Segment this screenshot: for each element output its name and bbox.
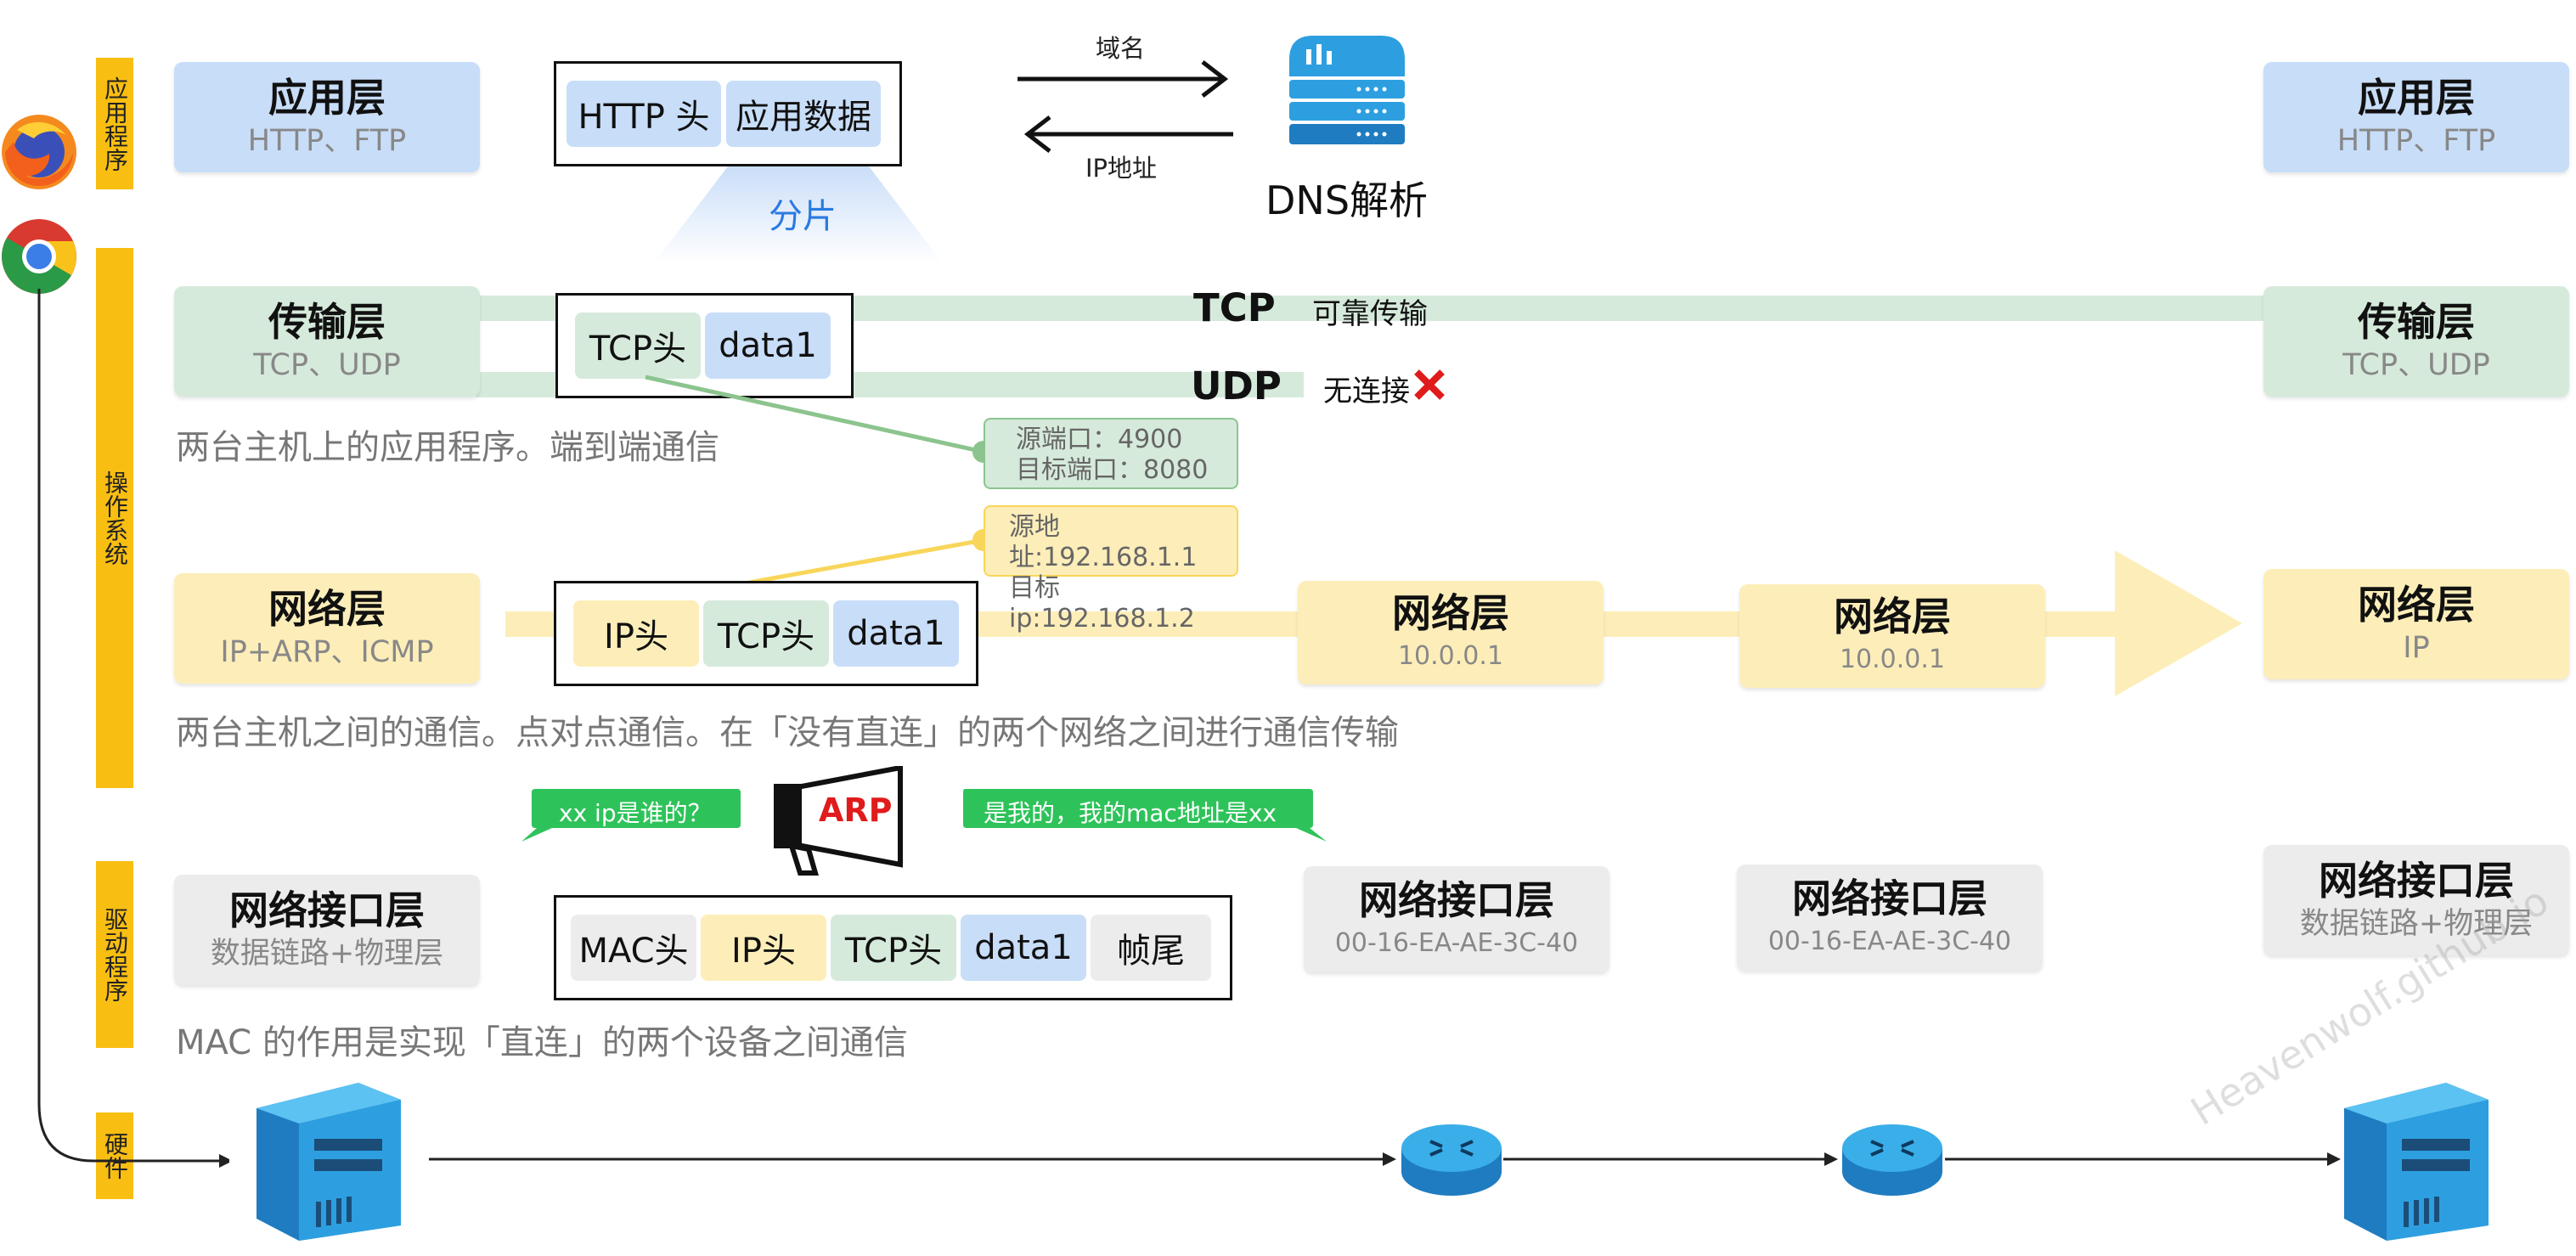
dest-port: 目标端口：8080 bbox=[1016, 455, 1209, 485]
sidebar-app-program: 应用程序 bbox=[96, 58, 133, 189]
udp-desc: 无连接 bbox=[1323, 375, 1410, 408]
tcp-desc: 可靠传输 bbox=[1312, 297, 1428, 331]
router2-link-title: 网络接口层 bbox=[1792, 875, 1987, 921]
right-app-layer-sub: HTTP、FTP bbox=[2336, 124, 2496, 158]
hardware-connections bbox=[429, 1152, 2341, 1166]
router1-network-layer: 网络层 10.0.0.1 bbox=[1298, 581, 1604, 684]
right-network-layer-sub: IP bbox=[2403, 631, 2430, 665]
left-link-layer-title: 网络接口层 bbox=[229, 887, 425, 933]
left-transport-layer: 传输层 TCP、UDP bbox=[174, 286, 480, 397]
ip-header-segment: IP头 bbox=[573, 600, 699, 667]
fragment-beam bbox=[654, 163, 943, 263]
answer-bubble bbox=[963, 789, 1327, 842]
udp-label: UDP bbox=[1191, 363, 1282, 408]
port-info-box: 源端口：4900 目标端口：8080 bbox=[984, 418, 1238, 489]
mac-header-segment: MAC头 bbox=[571, 915, 696, 981]
left-network-layer-sub: IP+ARP、ICMP bbox=[220, 635, 434, 669]
browser-to-hardware-wire bbox=[37, 289, 229, 1168]
arp-answer: 是我的，我的mac地址是xx bbox=[984, 799, 1277, 827]
right-link-layer-title: 网络接口层 bbox=[2319, 858, 2514, 904]
cross-icon bbox=[1414, 369, 1445, 400]
left-server-icon bbox=[256, 1083, 401, 1241]
dns-domain-label: 域名 bbox=[1096, 34, 1146, 63]
http-header-segment: HTTP 头 bbox=[566, 81, 721, 147]
data1-segment-net: data1 bbox=[833, 600, 959, 667]
right-network-layer: 网络层 IP bbox=[2263, 569, 2569, 679]
left-transport-layer-title: 传输层 bbox=[268, 299, 386, 345]
router1-link-layer: 网络接口层 00-16-EA-AE-3C-40 bbox=[1304, 866, 1609, 972]
sidebar-hardware: 硬件 bbox=[96, 1112, 133, 1199]
data1-segment-link: data1 bbox=[961, 915, 1086, 981]
network-note: 两台主机之间的通信。点对点通信。在「没有直连」的两个网络之间进行通信传输 bbox=[176, 713, 1399, 752]
firefox-icon bbox=[2, 115, 76, 189]
tcp-label: TCP bbox=[1193, 285, 1276, 330]
sidebar-operating-system: 操作系统 bbox=[96, 248, 133, 788]
left-transport-layer-sub: TCP、UDP bbox=[253, 348, 401, 382]
dns-arrows bbox=[1017, 60, 1233, 153]
link-note: MAC 的作用是实现「直连」的两个设备之间通信 bbox=[176, 1023, 908, 1062]
router2-icon bbox=[1842, 1124, 1942, 1196]
ip-header-segment-link: IP头 bbox=[701, 915, 826, 981]
right-app-layer: 应用层 HTTP、FTP bbox=[2263, 62, 2569, 172]
right-transport-layer-sub: TCP、UDP bbox=[2342, 348, 2490, 382]
right-transport-layer: 传输层 TCP、UDP bbox=[2263, 286, 2569, 397]
dns-ip-label: IP地址 bbox=[1085, 154, 1158, 183]
arp-question: xx ip是谁的？ bbox=[559, 799, 712, 827]
sidebar-driver-label: 驱动程序 bbox=[101, 907, 129, 1002]
network-arrow-head bbox=[2115, 550, 2242, 696]
dns-title: DNS解析 bbox=[1265, 177, 1429, 223]
arp-label: ARP bbox=[819, 791, 893, 829]
chrome-icon bbox=[2, 219, 76, 294]
source-ip: 源地址:192.168.1.1 bbox=[1009, 512, 1198, 572]
megaphone-icon bbox=[774, 766, 903, 876]
dns-server-icon bbox=[1289, 36, 1405, 144]
right-network-layer-title: 网络层 bbox=[2358, 582, 2475, 628]
left-app-layer-title: 应用层 bbox=[268, 75, 386, 121]
frame-trailer-segment: 帧尾 bbox=[1091, 915, 1211, 981]
left-link-layer-sub: 数据链路+物理层 bbox=[210, 937, 444, 971]
dest-ip: 目标ip:192.168.1.2 bbox=[1009, 573, 1195, 634]
right-transport-layer-title: 传输层 bbox=[2358, 299, 2475, 345]
router1-mac: 00-16-EA-AE-3C-40 bbox=[1334, 927, 1579, 958]
router1-link-title: 网络接口层 bbox=[1359, 876, 1554, 923]
router2-link-layer: 网络接口层 00-16-EA-AE-3C-40 bbox=[1737, 865, 2043, 971]
router2-network-title: 网络层 bbox=[1834, 594, 1951, 639]
tcp-header-segment: TCP头 bbox=[575, 313, 701, 379]
left-network-layer: 网络层 IP+ARP、ICMP bbox=[174, 573, 480, 684]
fragment-label: 分片 bbox=[769, 197, 837, 236]
transport-note: 两台主机上的应用程序。端到端通信 bbox=[176, 428, 719, 467]
router2-network-layer: 网络层 10.0.0.1 bbox=[1739, 584, 2045, 688]
left-link-layer: 网络接口层 数据链路+物理层 bbox=[174, 875, 480, 985]
right-server-icon bbox=[2344, 1083, 2489, 1241]
left-app-layer: 应用层 HTTP、FTP bbox=[174, 62, 480, 172]
tcp-header-segment-net: TCP头 bbox=[703, 600, 829, 667]
question-bubble bbox=[521, 789, 741, 842]
left-network-layer-title: 网络层 bbox=[268, 586, 386, 632]
tcp-header-segment-link: TCP头 bbox=[831, 915, 956, 981]
router1-icon bbox=[1401, 1124, 1502, 1196]
router2-network-ip: 10.0.0.1 bbox=[1839, 645, 1946, 674]
right-link-layer: 网络接口层 数据链路+物理层 bbox=[2263, 845, 2569, 955]
sidebar-driver: 驱动程序 bbox=[96, 861, 133, 1048]
router2-mac: 00-16-EA-AE-3C-40 bbox=[1767, 926, 2012, 956]
left-app-layer-sub: HTTP、FTP bbox=[247, 124, 407, 158]
data1-segment: data1 bbox=[705, 313, 831, 379]
sidebar-hardware-label: 硬件 bbox=[101, 1132, 129, 1180]
router1-network-title: 网络层 bbox=[1392, 590, 1509, 636]
right-app-layer-title: 应用层 bbox=[2358, 75, 2475, 121]
router1-network-ip: 10.0.0.1 bbox=[1397, 641, 1504, 671]
right-link-layer-sub: 数据链路+物理层 bbox=[2299, 907, 2534, 941]
sidebar-app-label: 应用程序 bbox=[101, 76, 129, 172]
source-port: 源端口：4900 bbox=[1016, 425, 1183, 454]
sidebar-os-label: 操作系统 bbox=[101, 470, 129, 566]
ip-info-box: 源地址:192.168.1.1 目标ip:192.168.1.2 bbox=[984, 505, 1238, 634]
app-data-segment: 应用数据 bbox=[726, 81, 881, 147]
